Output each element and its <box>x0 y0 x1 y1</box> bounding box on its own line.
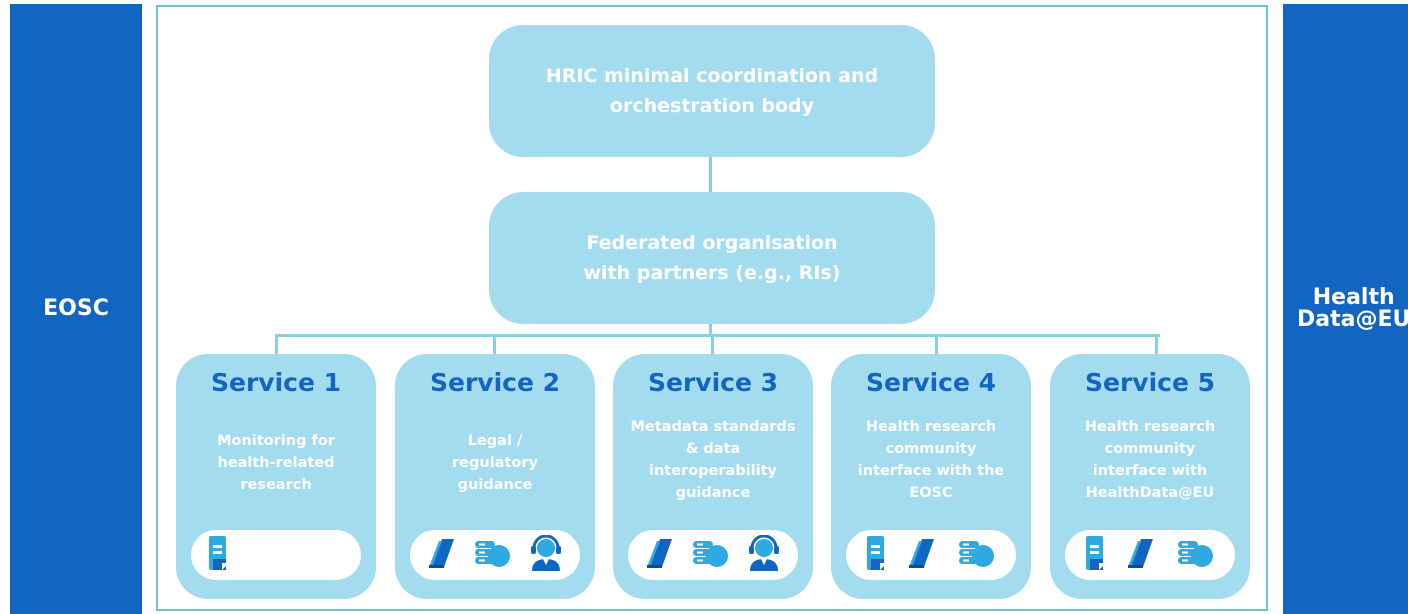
healthdata-label-line1: Health <box>1312 285 1395 310</box>
coordination-body-box: HRIC minimal coordination and orchestrat… <box>489 25 935 157</box>
service-title: Service 3 <box>647 368 779 397</box>
healthdata-label-line2: Data@EU <box>1297 307 1408 332</box>
service-title: Service 4 <box>865 368 997 397</box>
service-description-line: Legal / <box>467 433 523 449</box>
connector-top-to-fed <box>709 157 712 192</box>
support-agent-icon <box>747 534 781 575</box>
service-description-line: health-related <box>217 455 335 471</box>
service-icons-bar <box>191 530 361 580</box>
connector-service-3 <box>711 334 714 356</box>
service-title: Service 1 <box>210 368 342 397</box>
service-box-4: Service 4 Health research community interfa… <box>831 354 1031 599</box>
cloud-database-icon <box>1176 538 1214 572</box>
service-description-line: guidance <box>457 477 533 493</box>
document-icon <box>867 536 887 574</box>
service-description-line: community <box>885 441 977 457</box>
healthdata-bar: Health Data@EU <box>1283 4 1408 614</box>
service-description-line: Monitoring for <box>217 433 335 449</box>
service-description: Metadata standards & data interoperability… <box>613 416 813 504</box>
service-description-line: Metadata standards <box>630 419 796 435</box>
service-box-3: Service 3 Metadata standards & data interop… <box>613 354 813 599</box>
service-icons-bar <box>628 530 798 580</box>
service-title: Service 5 <box>1084 368 1216 397</box>
support-agent-icon <box>529 534 563 575</box>
eosc-label: EOSC <box>43 296 109 321</box>
service-box-1: Service 1 Monitoring for health-related res… <box>176 354 376 599</box>
service-description: Health research community interface with t… <box>831 416 1031 504</box>
document-icon <box>1086 536 1106 574</box>
federated-organisation-box: Federated organisation with partners (e.… <box>489 192 935 324</box>
service-description-line: regulatory <box>452 455 538 471</box>
cloud-database-icon <box>691 538 729 572</box>
connector-service-4 <box>935 334 938 356</box>
service-description-line: community <box>1104 441 1196 457</box>
book-icon <box>1127 537 1155 573</box>
service-box-2: Service 2 Legal / regulatory guidance <box>395 354 595 599</box>
service-description-line: interface with the <box>857 463 1005 479</box>
service-description-line: guidance <box>675 485 751 501</box>
federated-line1: Federated organisation <box>586 232 838 254</box>
federated-line2: with partners (e.g., RIs) <box>583 262 841 284</box>
service-description-line: interface with <box>1092 463 1208 479</box>
cloud-database-icon <box>473 538 511 572</box>
service-description-line: research <box>240 477 312 493</box>
service-description-line: Health research <box>865 419 997 435</box>
coordination-body-line1: HRIC minimal coordination and <box>545 65 879 87</box>
document-icon <box>209 536 229 574</box>
service-description-line: & data <box>685 441 741 457</box>
service-description: Legal / regulatory guidance <box>395 430 595 496</box>
service-description-line: Health research <box>1084 419 1216 435</box>
hric-frame <box>156 5 1268 611</box>
service-description-line: interoperability <box>649 463 777 479</box>
service-description-line: EOSC <box>909 485 953 501</box>
book-icon <box>908 537 936 573</box>
book-icon <box>428 537 456 573</box>
service-box-5: Service 5 Health research community interfa… <box>1050 354 1250 599</box>
connector-service-1 <box>275 334 278 356</box>
connector-service-5 <box>1155 334 1158 356</box>
book-icon <box>646 537 674 573</box>
service-description-line: HealthData@EU <box>1085 485 1215 501</box>
service-description: Monitoring for health-related research <box>176 430 376 496</box>
eosc-bar: EOSC <box>10 4 142 614</box>
service-icons-bar <box>1065 530 1235 580</box>
cloud-database-icon <box>957 538 995 572</box>
connector-fed-to-bus <box>709 324 712 336</box>
service-title: Service 2 <box>429 368 561 397</box>
connector-service-2 <box>493 334 496 356</box>
service-icons-bar <box>410 530 580 580</box>
connector-bus <box>275 334 1160 337</box>
service-icons-bar <box>846 530 1016 580</box>
coordination-body-line2: orchestration body <box>609 95 815 117</box>
